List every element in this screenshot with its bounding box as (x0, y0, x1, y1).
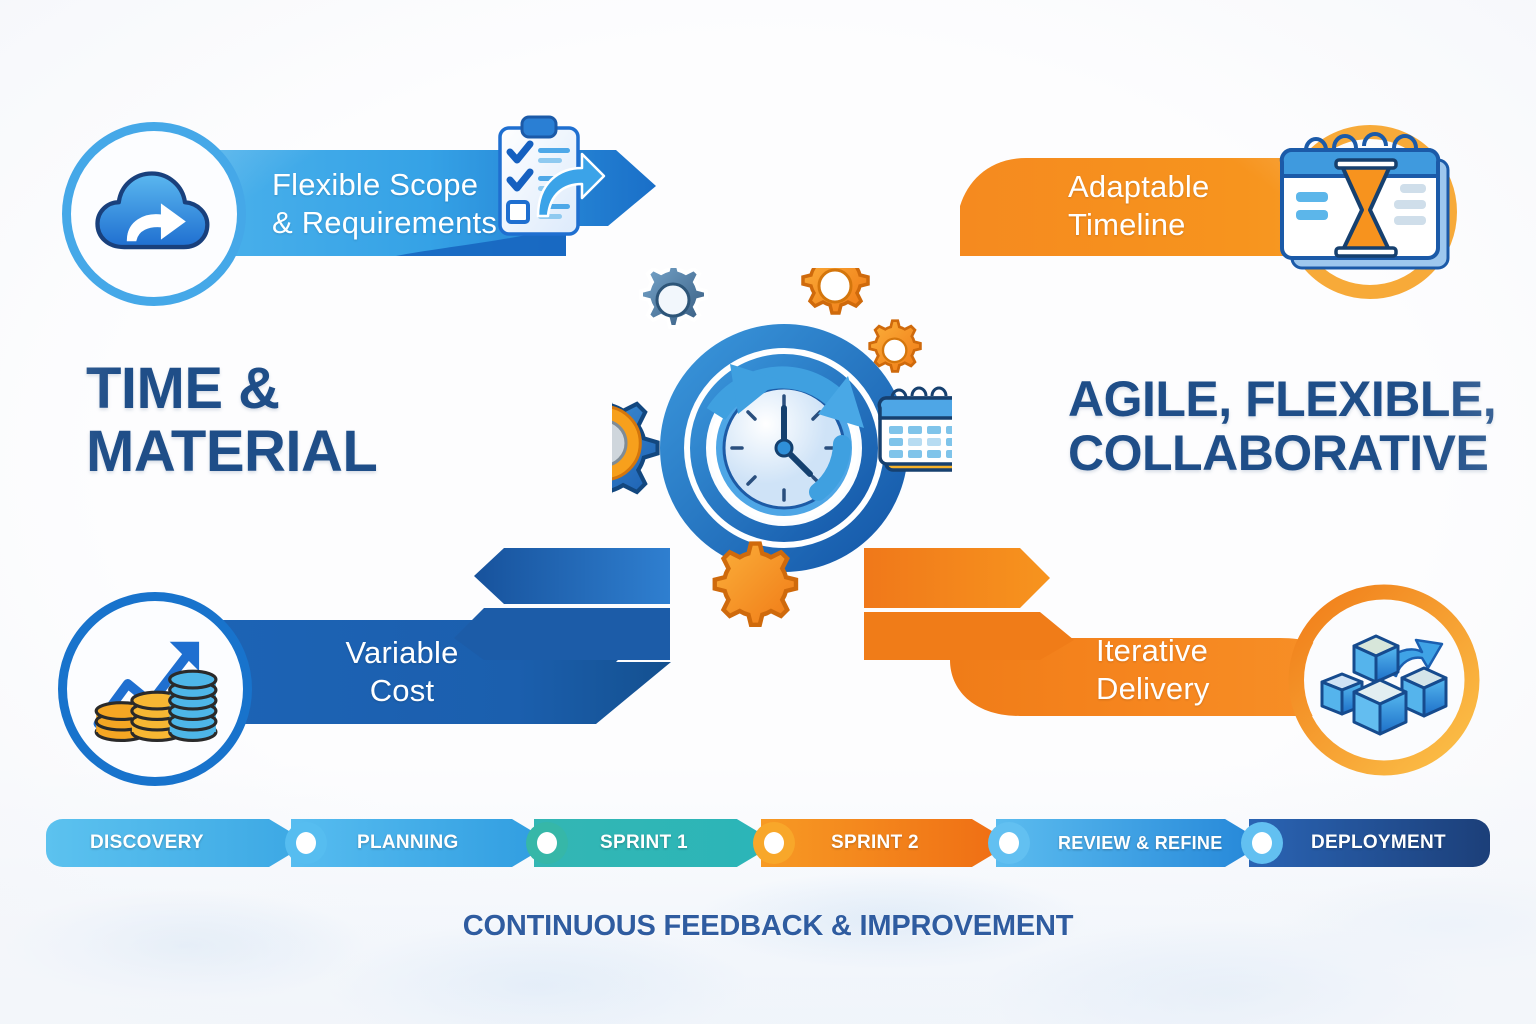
gear-orange-icon (801, 246, 870, 315)
step-label: PLANNING (357, 832, 459, 853)
coins-growth-icon (93, 641, 218, 743)
step-node (753, 822, 795, 864)
timeline-step-sprint-1[interactable]: SPRINT 1 (526, 819, 777, 867)
gear-steel-icon (639, 260, 708, 329)
process-timeline: DISCOVERY PLANNING SPRINT 1 (46, 812, 1490, 874)
coins-growth-icon-disc[interactable] (58, 592, 252, 786)
page-title-right: AGILE, FLEXIBLE, COLLABORATIVE (1068, 371, 1497, 481)
banner-adaptable-timeline[interactable]: Adaptable Timeline (960, 125, 1500, 299)
clipboard-checklist-icon (494, 112, 606, 244)
step-label: SPRINT 1 (600, 832, 688, 853)
timeline-step-planning[interactable]: PLANNING (285, 819, 552, 867)
timeline-step-sprint-2[interactable]: SPRINT 2 (753, 819, 1012, 867)
calendar-icon (877, 386, 974, 472)
step-label: REVIEW & REFINE (1058, 832, 1223, 853)
timeline-step-discovery[interactable]: DISCOVERY (46, 819, 309, 867)
cloud-sync-icon-disc[interactable] (62, 122, 246, 306)
step-node (1241, 822, 1283, 864)
cloud-sync-icon (95, 171, 210, 250)
gear-orange-bottom-icon (712, 541, 799, 627)
banner-label: Variable Cost (345, 635, 459, 708)
page-title-left: TIME & MATERIAL (86, 356, 378, 484)
step-node (285, 822, 327, 864)
gear-blue-icon (542, 389, 660, 507)
banner-label: Flexible Scope & Requirements (272, 167, 498, 240)
gear-orange-small-icon (868, 319, 922, 373)
step-label: DISCOVERY (90, 832, 204, 853)
timeline-caption: CONTINUOUS FEEDBACK & IMPROVEMENT (462, 910, 1074, 942)
boxes-cycle-icon (1314, 620, 1454, 740)
calendar-hourglass-icon (1272, 120, 1468, 280)
step-node (988, 822, 1030, 864)
step-node (526, 822, 568, 864)
step-label: SPRINT 2 (831, 832, 919, 853)
step-label: DEPLOYMENT (1311, 832, 1446, 853)
banner-flexible-scope[interactable]: Flexible Scope & Requirements (62, 115, 716, 306)
timeline-step-review-refine[interactable]: REVIEW & REFINE (988, 819, 1265, 867)
background-cloud-texture (0, 764, 1536, 1024)
central-hub (542, 246, 974, 628)
timeline-step-deployment[interactable]: DEPLOYMENT (1241, 819, 1490, 867)
